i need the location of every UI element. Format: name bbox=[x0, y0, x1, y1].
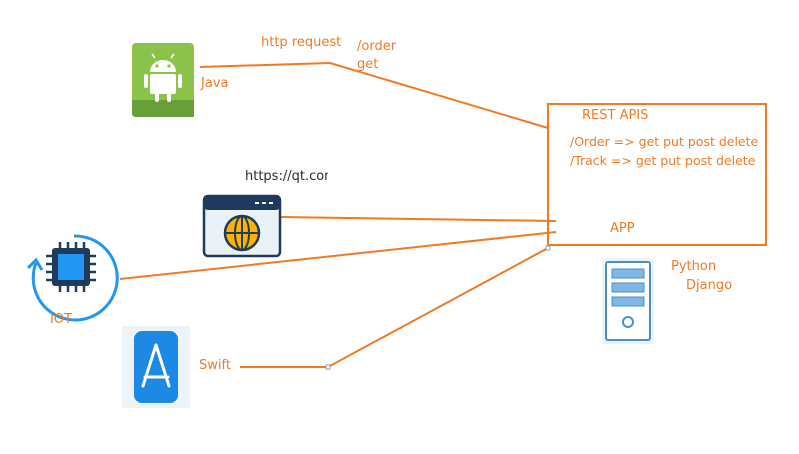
rest-apis-title: REST APIS bbox=[582, 108, 649, 123]
java-label: Java bbox=[201, 76, 229, 91]
http-request-label: http request bbox=[261, 35, 342, 50]
android-connection-line bbox=[199, 61, 549, 129]
route-track: /Track => get put post delete bbox=[570, 153, 756, 168]
iot-connection-line bbox=[119, 231, 557, 280]
rest-api-box bbox=[547, 103, 767, 246]
globe-browser-icon bbox=[202, 194, 282, 258]
web-connection-line bbox=[279, 216, 557, 222]
app-store-icon bbox=[122, 326, 190, 408]
server-icon bbox=[602, 258, 654, 344]
chip-icon bbox=[26, 234, 119, 322]
line-junction bbox=[325, 364, 331, 370]
ios-connection-line bbox=[240, 247, 549, 368]
route-order: /Order => get put post delete bbox=[570, 134, 759, 149]
line-junction bbox=[545, 245, 551, 251]
app-label: APP bbox=[610, 221, 635, 236]
swift-label: Swift bbox=[199, 358, 231, 373]
get-method-label: get bbox=[357, 57, 379, 72]
django-label: Django bbox=[686, 278, 733, 293]
android-icon bbox=[132, 43, 194, 117]
python-label: Python bbox=[671, 259, 717, 274]
web-url-label: https://qt.com bbox=[245, 169, 328, 184]
iot-label: IOT bbox=[50, 312, 73, 327]
order-endpoint-label: /order bbox=[357, 39, 397, 54]
